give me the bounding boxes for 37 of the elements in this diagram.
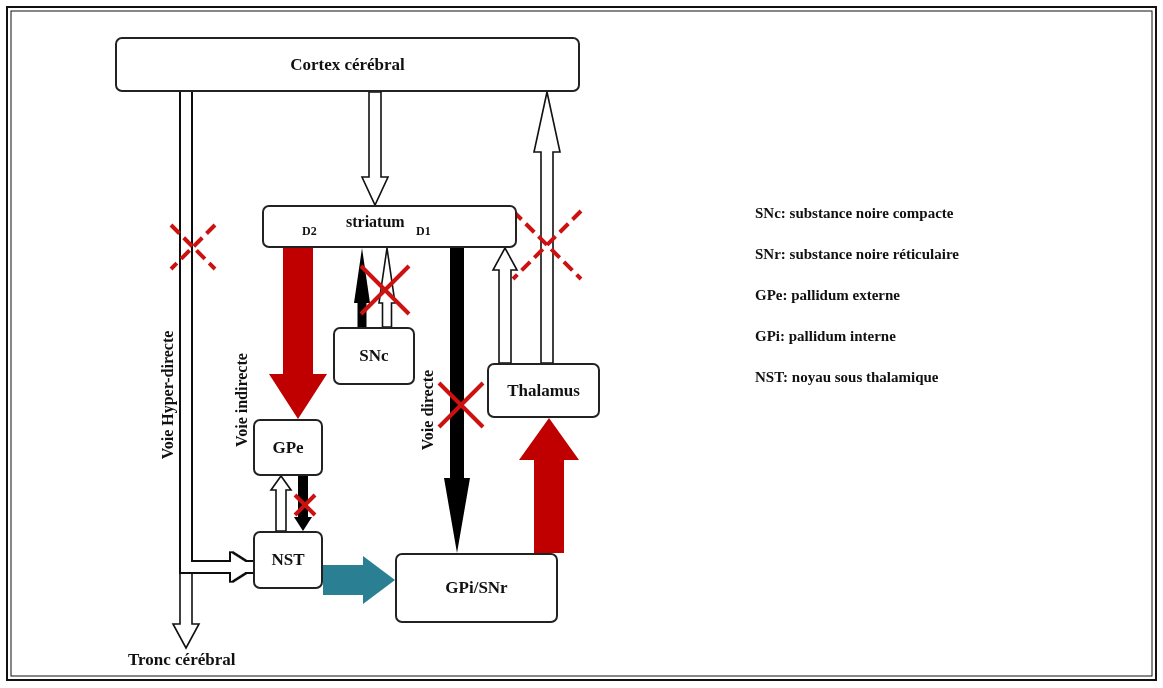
node-label: Cortex cérébral	[290, 54, 405, 75]
node-box	[487, 363, 600, 418]
block-arrow	[171, 91, 201, 650]
node-label: Thalamus	[507, 380, 580, 401]
note-text: SNr: substance noire réticulaire	[755, 246, 959, 263]
node-label: NST	[271, 550, 305, 570]
node-box	[262, 205, 517, 248]
node-label: GPe	[272, 437, 304, 458]
edge-label: Voie Hyper-directe	[159, 330, 177, 460]
block-arrow	[360, 91, 390, 207]
block-arrow	[533, 91, 561, 364]
block-arrow	[294, 476, 312, 531]
block-arrow	[444, 248, 470, 553]
node-box	[253, 419, 323, 476]
block-arrow	[354, 248, 370, 327]
node-box	[115, 37, 580, 92]
node-label: SNc	[359, 346, 389, 366]
note-text: GPe: pallidum externe	[755, 287, 900, 304]
edge-label: Voie directe	[419, 369, 437, 451]
node-label: D2	[302, 224, 317, 239]
node-label: striatum	[346, 213, 405, 231]
block-arrow	[491, 246, 519, 364]
node-box	[253, 531, 323, 589]
node-label: D1	[416, 224, 431, 239]
block-arrow	[269, 248, 327, 419]
block-arrow	[519, 418, 579, 553]
node-label: GPi/SNr	[445, 578, 508, 598]
note-text: NST: noyau sous thalamique	[755, 369, 939, 386]
node-box	[395, 553, 558, 623]
edge-label: Voie indirecte	[233, 353, 251, 447]
node-box	[333, 327, 415, 385]
block-arrow	[323, 556, 395, 604]
note-text: GPi: pallidum interne	[755, 328, 896, 345]
block-arrow	[378, 247, 396, 328]
note-text: SNc: substance noire compacte	[755, 205, 954, 222]
node-label: Tronc cérébral	[128, 650, 236, 670]
block-arrow	[269, 474, 293, 532]
